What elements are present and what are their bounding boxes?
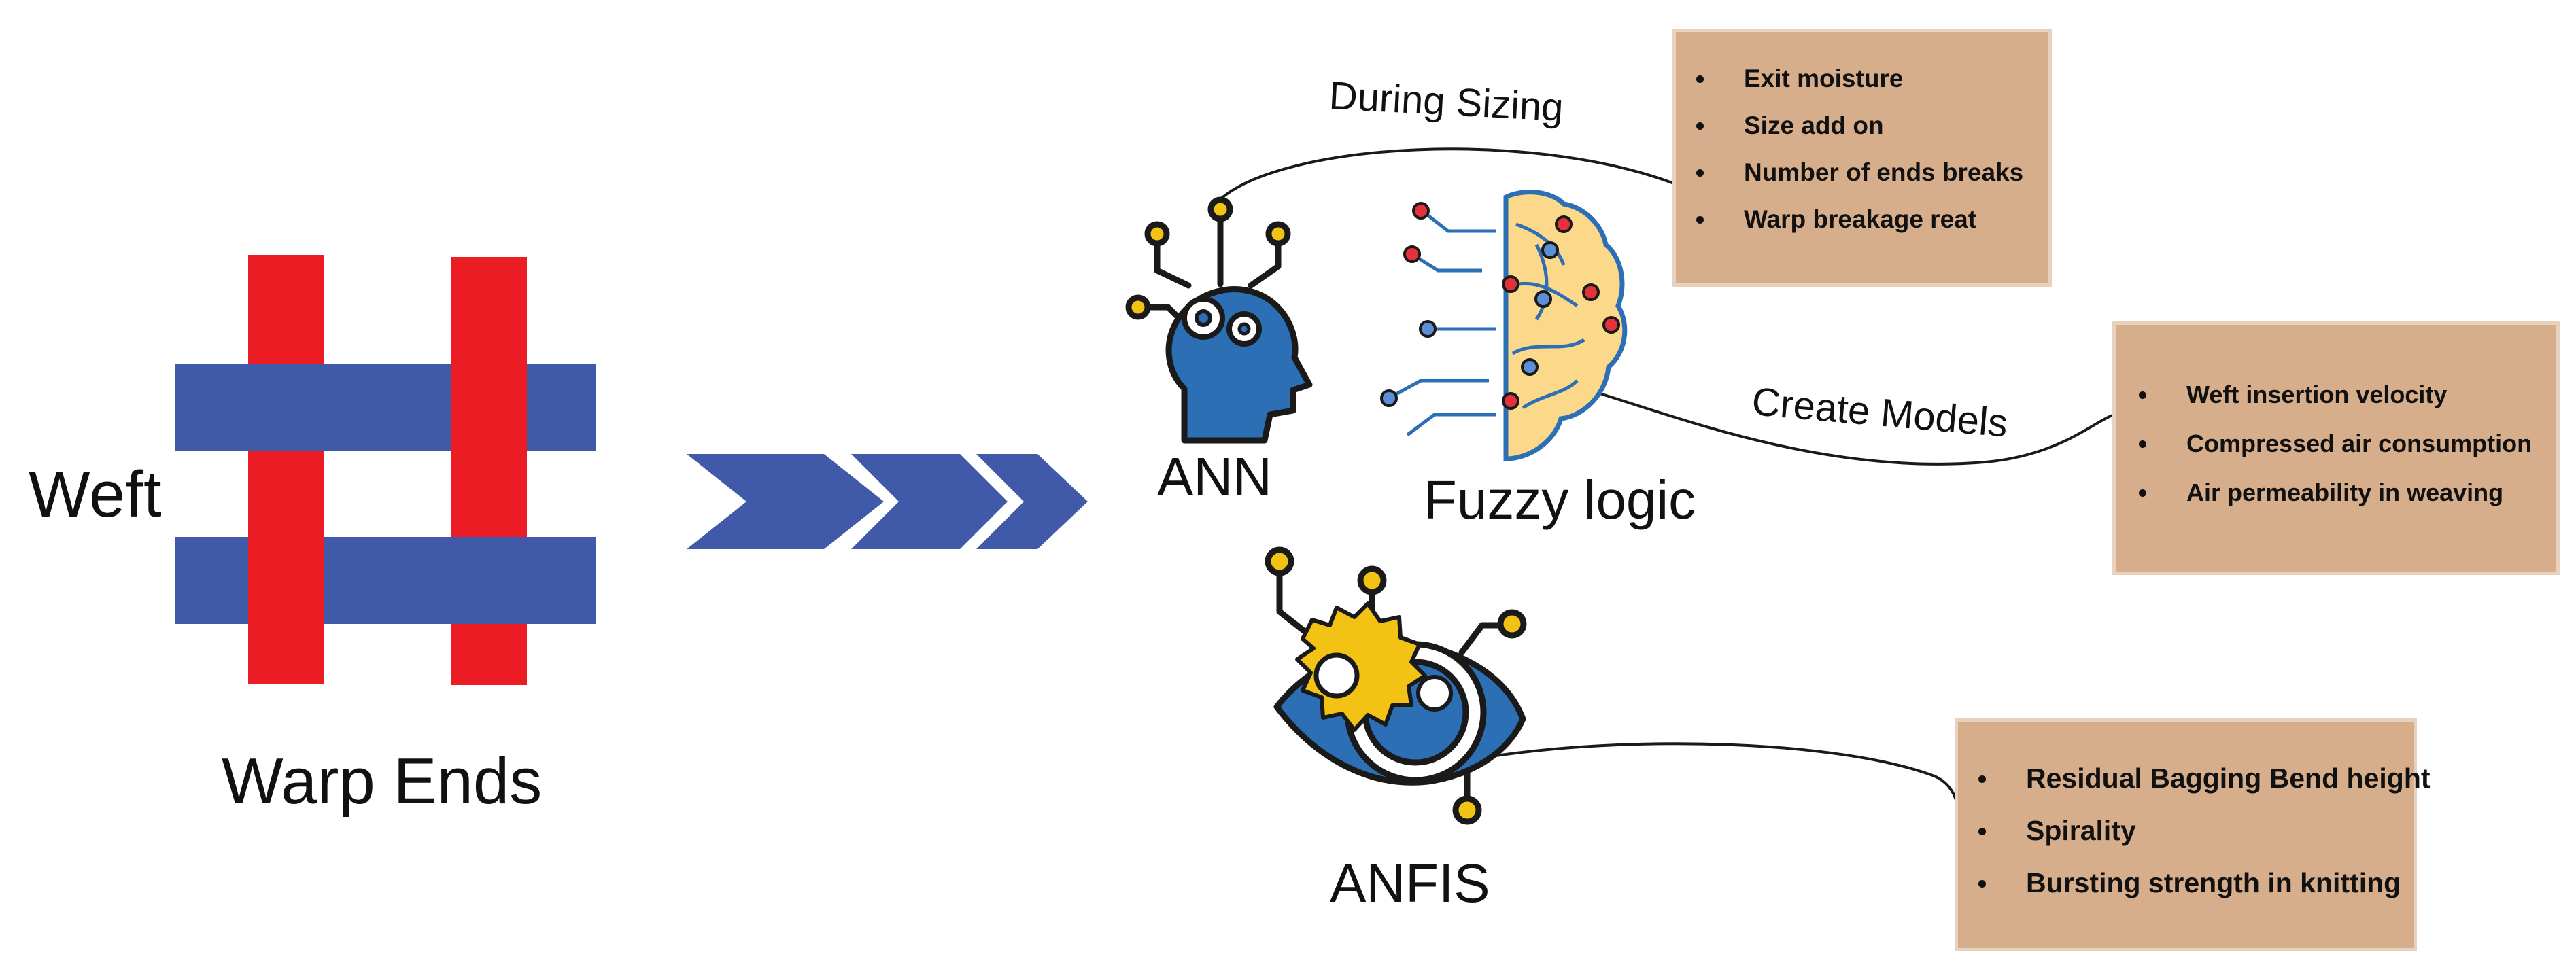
- list-item: Warp breakage reat: [1696, 205, 2035, 234]
- weft-label: Weft: [29, 458, 162, 531]
- anfis-parameters-list: Residual Bagging Bend height Spirality B…: [1978, 763, 2431, 899]
- warp-bar-left-top: [248, 255, 324, 364]
- eye-gear-icon: [1265, 546, 1527, 825]
- fuzzy-logic-label: Fuzzy logic: [1424, 470, 1696, 530]
- list-item: Compressed air consumption: [2139, 430, 2543, 458]
- warp-ends-label: Warp Ends: [222, 745, 543, 818]
- chevron-2: [851, 454, 1008, 549]
- ai-head-gear-icon: [1125, 196, 1313, 444]
- warp-bar-left-bottom: [248, 624, 324, 684]
- list-item: Air permeability in weaving: [2139, 478, 2543, 507]
- brain-circuit-icon: [1380, 190, 1628, 461]
- anfis-label: ANFIS: [1330, 853, 1490, 913]
- list-item: Weft insertion velocity: [2139, 381, 2543, 409]
- weave-grid-icon: [175, 255, 596, 685]
- sizing-parameters-box: Exit moisture Size add on Number of ends…: [1672, 29, 2052, 287]
- anfis-parameters-box: Residual Bagging Bend height Spirality B…: [1955, 718, 2431, 951]
- model-parameters-list: Weft insertion velocity Compressed air c…: [2139, 381, 2543, 507]
- ann-label: ANN: [1157, 447, 1272, 507]
- list-item: Number of ends breaks: [1696, 158, 2035, 187]
- list-item: Exit moisture: [1696, 65, 2035, 93]
- warp-bar-left-mid: [248, 451, 324, 539]
- warp-bar-right-bottom: [451, 624, 527, 685]
- model-parameters-box: Weft insertion velocity Compressed air c…: [2112, 321, 2560, 575]
- warp-bar-right-over: [451, 364, 527, 451]
- warp-bar-right-under: [451, 537, 527, 624]
- list-item: Residual Bagging Bend height: [1978, 763, 2431, 794]
- chevron-3: [976, 454, 1088, 549]
- weft-bar-bottom: [175, 537, 596, 624]
- connector-during-sizing: [1219, 147, 1675, 200]
- list-item: Bursting strength in knitting: [1978, 867, 2401, 898]
- weft-bar-top: [175, 364, 596, 451]
- list-item: Spirality: [1978, 815, 2400, 847]
- chevron-1: [687, 454, 884, 549]
- list-item: Size add on: [1696, 111, 2035, 140]
- chevron-arrows-icon: [687, 454, 1088, 549]
- connector-anfis: [1481, 742, 1959, 809]
- sizing-parameters-list: Exit moisture Size add on Number of ends…: [1696, 65, 2035, 234]
- warp-bar-left-over: [248, 537, 324, 624]
- connector-create-models: [1583, 387, 2115, 466]
